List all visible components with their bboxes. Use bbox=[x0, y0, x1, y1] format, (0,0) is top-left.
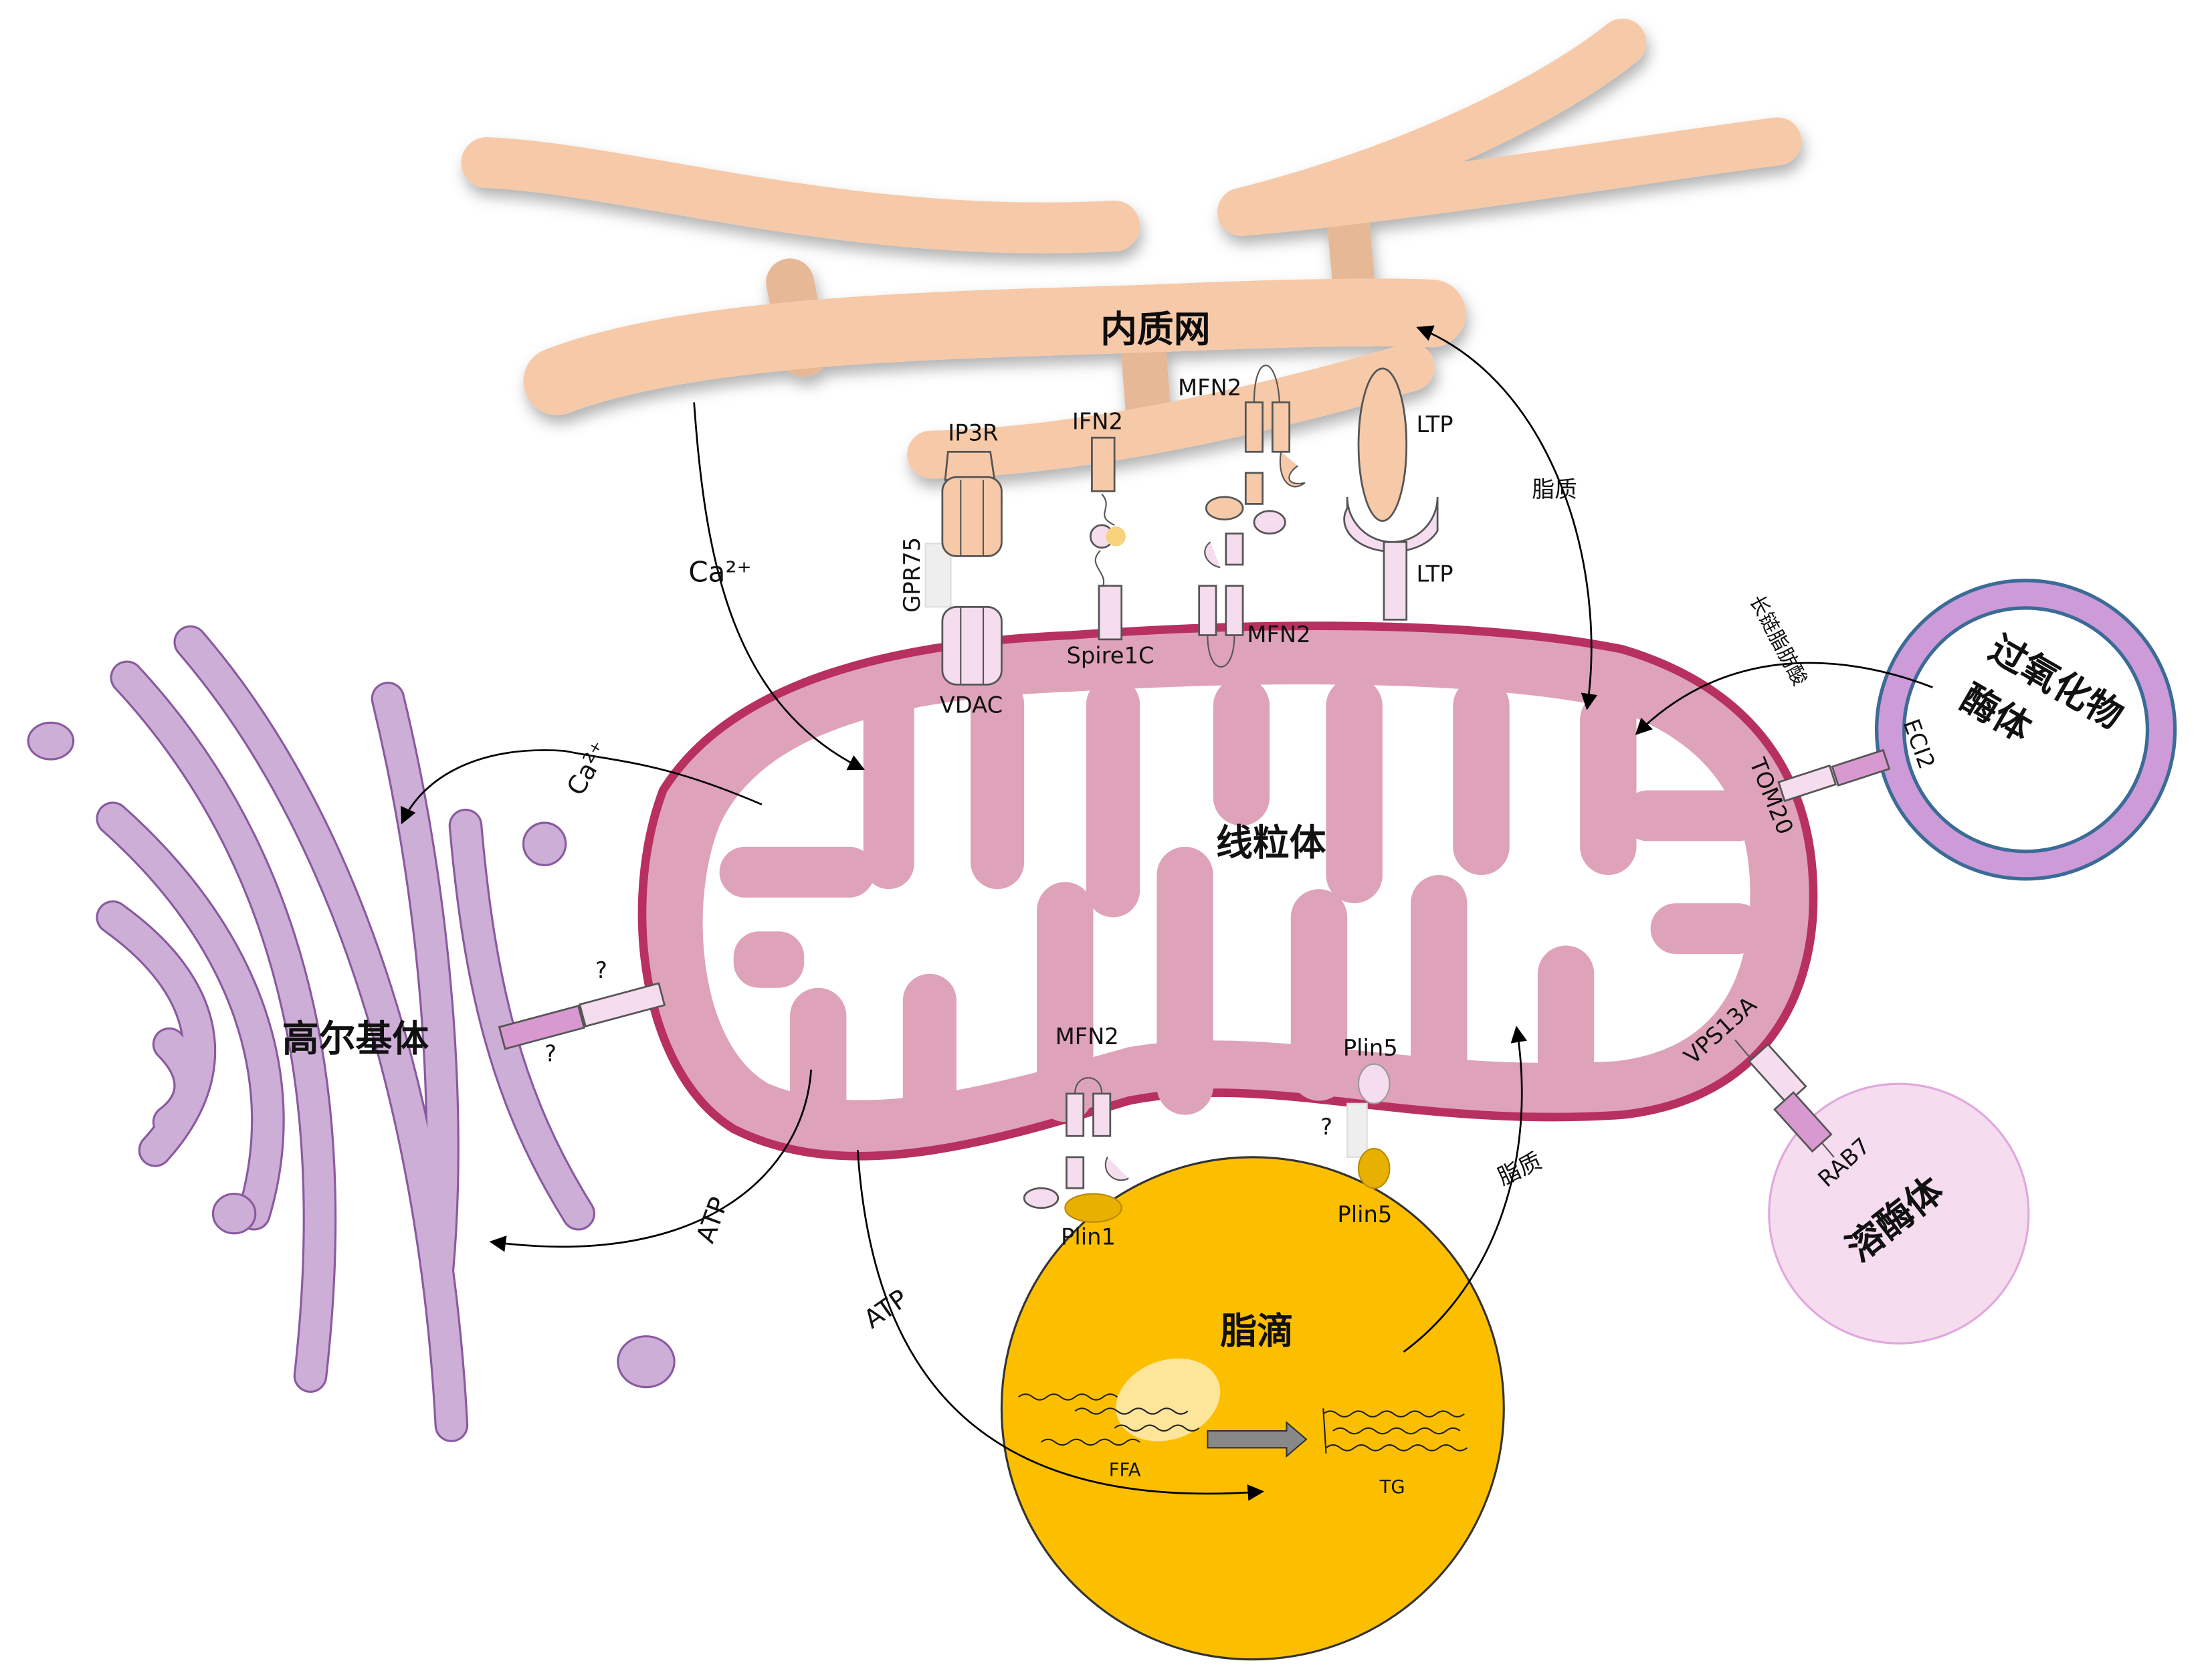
lysosome: 溶酶体 bbox=[1768, 1082, 2030, 1345]
golgi-mito-tether: ? ? bbox=[498, 957, 666, 1066]
spire1c-label: Spire1C bbox=[1066, 643, 1154, 669]
cristae bbox=[719, 677, 1764, 1143]
atp-golgi-label: ATP bbox=[690, 1193, 734, 1247]
tg-chains bbox=[1322, 1408, 1468, 1454]
atp-ld-label: ATP bbox=[858, 1284, 913, 1335]
er-label: 内质网 bbox=[1100, 308, 1211, 351]
golgi-tether-unknown-1: ? bbox=[595, 957, 607, 983]
ifn2-spire1c-complex: IFN2 Spire1C bbox=[1066, 409, 1154, 669]
plin5-top-label: Plin5 bbox=[1343, 1035, 1398, 1061]
lipid-droplet-label: 脂滴 bbox=[1220, 1309, 1294, 1352]
atp-golgi-arrow bbox=[489, 1070, 813, 1252]
plin5-tether: Plin5 ? Plin5 bbox=[1320, 1035, 1398, 1227]
ca-er-label: Ca²⁺ bbox=[688, 555, 751, 588]
lipid-er-arrow bbox=[1416, 325, 1598, 710]
lipid-ld-arrow bbox=[1403, 1025, 1527, 1353]
lipid-ld-label: 脂质 bbox=[1494, 1147, 1546, 1190]
plin1-label: Plin1 bbox=[1061, 1224, 1116, 1250]
lipid-er-label: 脂质 bbox=[1532, 476, 1577, 502]
lcfa-arrow bbox=[1635, 662, 1933, 735]
mfn2-er-label: MFN2 bbox=[1178, 375, 1241, 401]
ffa-chains bbox=[1018, 1393, 1200, 1446]
golgi-apparatus: 高尔基体 bbox=[27, 625, 676, 1442]
ifn2-label: IFN2 bbox=[1072, 409, 1123, 435]
ip3r-label: IP3R bbox=[948, 419, 998, 446]
mfn2-ld-label: MFN2 bbox=[1055, 1023, 1119, 1050]
golgi-label: 高尔基体 bbox=[282, 1017, 429, 1060]
plin5-bottom-label: Plin5 bbox=[1337, 1201, 1392, 1227]
mfn2-mito-label: MFN2 bbox=[1247, 621, 1310, 648]
ltp-er-label: LTP bbox=[1416, 411, 1453, 437]
mfn2-plin1-tether: MFN2 Plin1 bbox=[1023, 1023, 1129, 1250]
atp-ld-arrow bbox=[856, 1150, 1265, 1501]
gpr75-label: GPR75 bbox=[899, 537, 925, 613]
ltp-mito-label: LTP bbox=[1416, 561, 1453, 587]
lcfa-label: 长链脂肪酸 bbox=[1745, 591, 1811, 689]
flow-arrows bbox=[401, 325, 1933, 1501]
mitochondrion: 线粒体 bbox=[637, 621, 1818, 1161]
vdac-label: VDAC bbox=[940, 692, 1003, 718]
plin5-unknown-label: ? bbox=[1320, 1114, 1332, 1140]
peroxisome: 过氧化物 酶体 ECI2 bbox=[1874, 579, 2177, 881]
golgi-tether-unknown-2: ? bbox=[544, 1040, 557, 1066]
tg-label: TG bbox=[1379, 1477, 1405, 1498]
mfn2-er-mito-tether: MFN2 MFN2 bbox=[1178, 365, 1311, 668]
lipid-droplet: 脂滴 FFA TG bbox=[1000, 1156, 1505, 1661]
endoplasmic-reticulum: 内质网 bbox=[461, 18, 1802, 479]
esterification-arrow-icon bbox=[1207, 1421, 1308, 1458]
mitochondrion-label: 线粒体 bbox=[1216, 821, 1326, 864]
ca-golgi-label: Ca²⁺ bbox=[561, 736, 615, 801]
ffa-label: FFA bbox=[1109, 1460, 1141, 1481]
ca-golgi-arrow bbox=[401, 749, 763, 825]
ip3r-gpr75-vdac-complex: IP3R GPR75 VDAC bbox=[899, 419, 1003, 718]
ca-er-arrow bbox=[693, 402, 865, 771]
